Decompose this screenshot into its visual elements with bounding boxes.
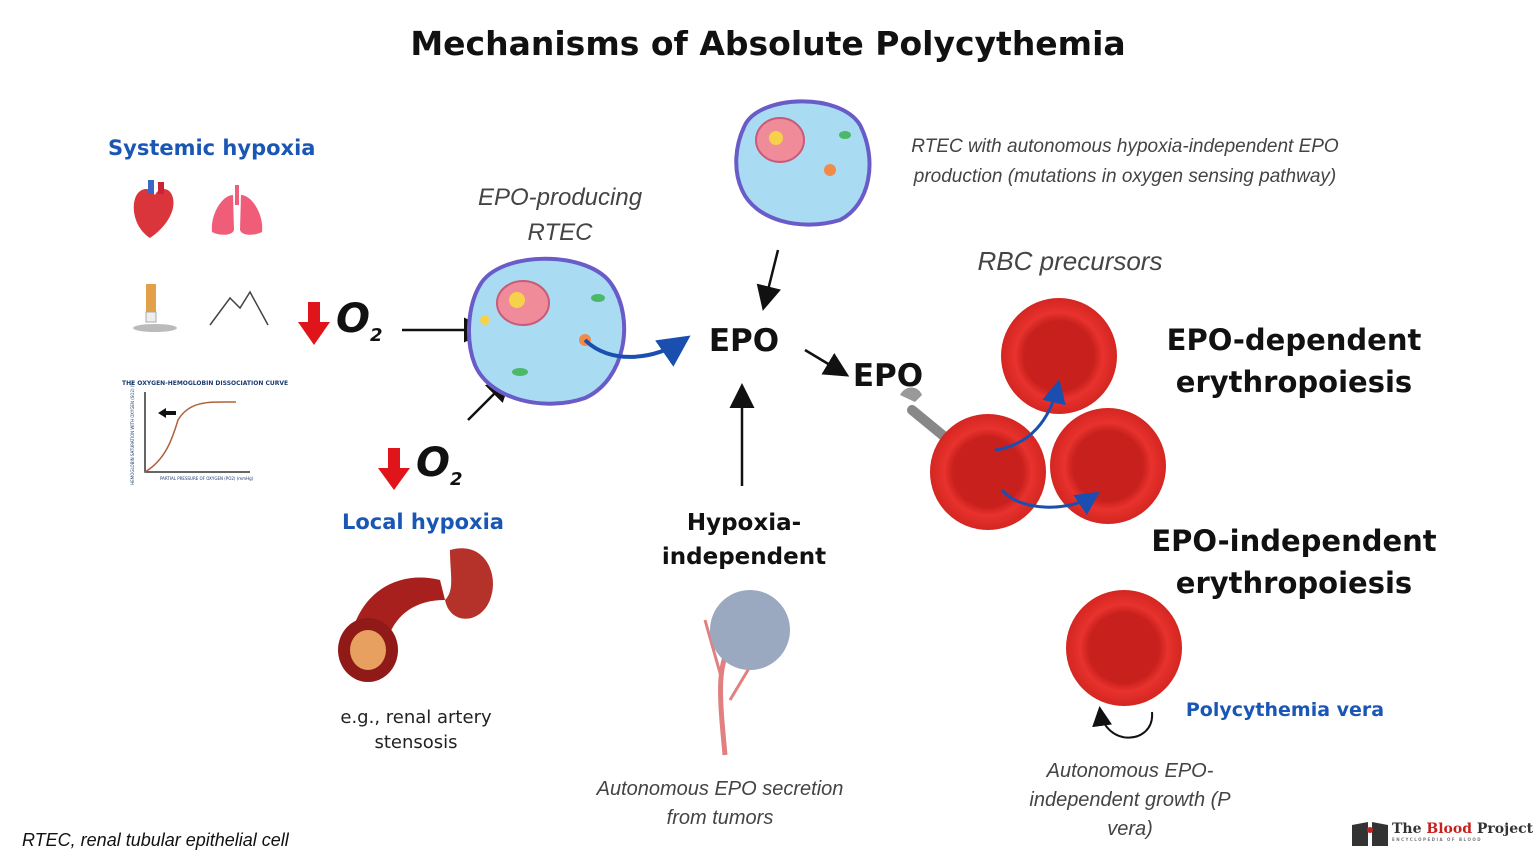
rbc-icon [1066, 590, 1182, 706]
autonomous-rtec-label: RTEC with autonomous hypoxia-independent… [911, 136, 1339, 187]
autonomous-rtec-cell [734, 99, 872, 227]
footnote: RTEC, renal tubular epithelial cell [22, 830, 289, 850]
lungs-icon [211, 185, 263, 235]
curved-arrow [1000, 488, 1100, 516]
rbc-icon [930, 414, 1046, 530]
heart-icon [133, 180, 174, 238]
curved-arrow [994, 379, 1066, 452]
mountain-icon [209, 290, 269, 326]
down-arrow-icon [378, 448, 410, 490]
polycythemia-vera-label: Polycythemia vera [1185, 699, 1385, 721]
arrow [804, 348, 850, 377]
rtec-cell [466, 256, 627, 406]
logo-book-icon [1352, 822, 1388, 846]
curved-arrow [583, 335, 691, 367]
renal-artery-kidney-icon [338, 548, 494, 682]
page-title: Mechanisms of Absolute Polycythemia [410, 24, 1126, 63]
o2-symbol: O2 [416, 440, 463, 490]
epo-receptor-label: EPO [852, 358, 924, 394]
rbc-precursors-label: RBC precursors [977, 246, 1163, 276]
down-arrow-icon [298, 302, 330, 345]
tumor-icon [703, 590, 790, 756]
curve-xlabel: PARTIAL PRESSURE OF OXYGEN (PO2) (mmHg) [160, 476, 254, 481]
logo: The Blood Project ENCYCLOPEDIA OF BLOOD [1392, 821, 1534, 842]
rbc-icon [1001, 298, 1117, 414]
curve-ylabel: HEMOGLOBIN SATURATION WITH OXYGEN (SO2) … [129, 380, 135, 485]
cigarette-icon [133, 284, 177, 332]
epo-label: EPO [708, 323, 780, 359]
oxygen-dissociation-curve [144, 392, 250, 473]
local-hypoxia-label: Local hypoxia [342, 510, 504, 534]
o2-symbol: O2 [336, 296, 383, 346]
arrow [756, 249, 781, 311]
systemic-hypoxia-label: Systemic hypoxia [108, 136, 316, 160]
circular-arrow-icon [1092, 706, 1154, 739]
hypoxia-independent-label: Hypoxia-independent [661, 510, 827, 570]
curve-title: THE OXYGEN-HEMOGLOBIN DISSOCIATION CURVE [122, 380, 289, 387]
